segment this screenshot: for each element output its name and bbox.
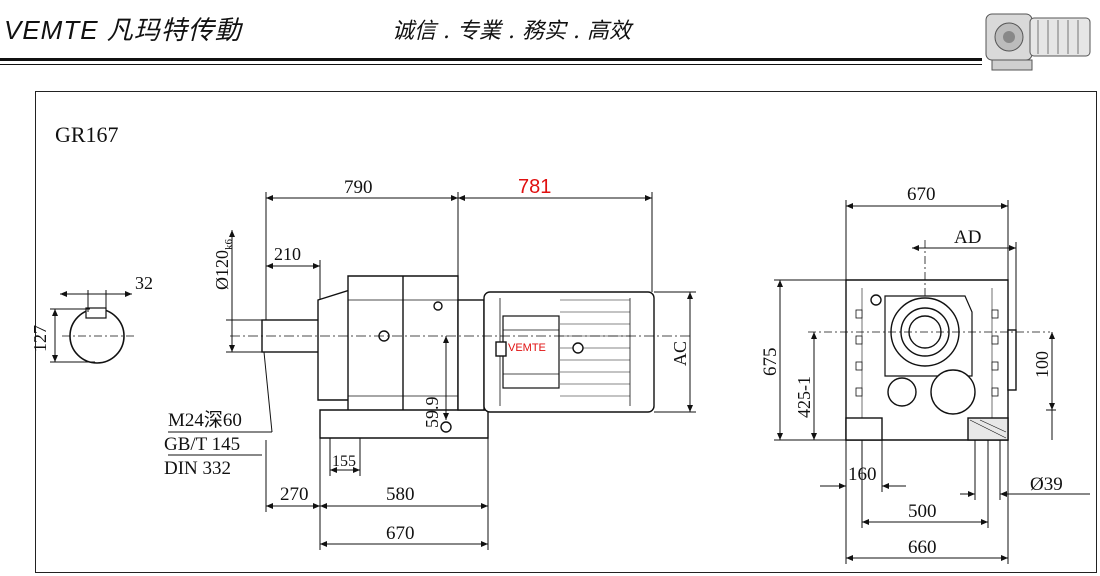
company-motto: 诚信 . 专業 . 務实 . 高效 — [392, 19, 631, 44]
dim-781: 781 — [518, 176, 551, 198]
dim-59-9: 59.9 — [422, 397, 442, 429]
model-label: GR167 — [55, 122, 119, 147]
dim-670-bottom: 670 — [386, 523, 415, 544]
dim-675: 675 — [760, 348, 781, 377]
gear-motor-icon — [985, 13, 1091, 71]
dim-155: 155 — [332, 453, 356, 470]
dim-39: Ø39 — [1030, 474, 1063, 495]
note-thread: M24深60 — [168, 409, 242, 431]
dim-670-top: 670 — [907, 184, 936, 205]
dim-660: 660 — [908, 537, 937, 558]
dim-127: 127 — [30, 325, 50, 352]
dim-500: 500 — [908, 501, 937, 522]
watermark: VEMTE — [508, 342, 546, 354]
dim-32: 32 — [135, 273, 153, 293]
dim-425: 425-1 — [794, 376, 814, 418]
header-divider-thin — [0, 64, 982, 65]
note-standard-din: DIN 332 — [164, 458, 231, 479]
dim-160: 160 — [848, 464, 877, 485]
dim-ac: AC — [670, 341, 690, 366]
drawing-frame — [35, 91, 1097, 573]
dim-210: 210 — [274, 244, 301, 264]
gearbox-end-view — [845, 279, 1017, 441]
dim-shaft-diameter: Ø120k6 — [212, 239, 235, 291]
shaft-section — [50, 290, 135, 364]
dim-580: 580 — [386, 484, 415, 505]
gearbox-side-view — [261, 275, 655, 439]
note-standard-gb: GB/T 145 — [164, 434, 240, 455]
dim-ad: AD — [954, 227, 981, 248]
dim-100: 100 — [1032, 351, 1052, 378]
header-divider — [0, 58, 982, 61]
dim-270: 270 — [280, 484, 309, 505]
dim-790: 790 — [344, 177, 373, 198]
brand-title: VEMTE 凡玛特传動 — [4, 15, 242, 45]
